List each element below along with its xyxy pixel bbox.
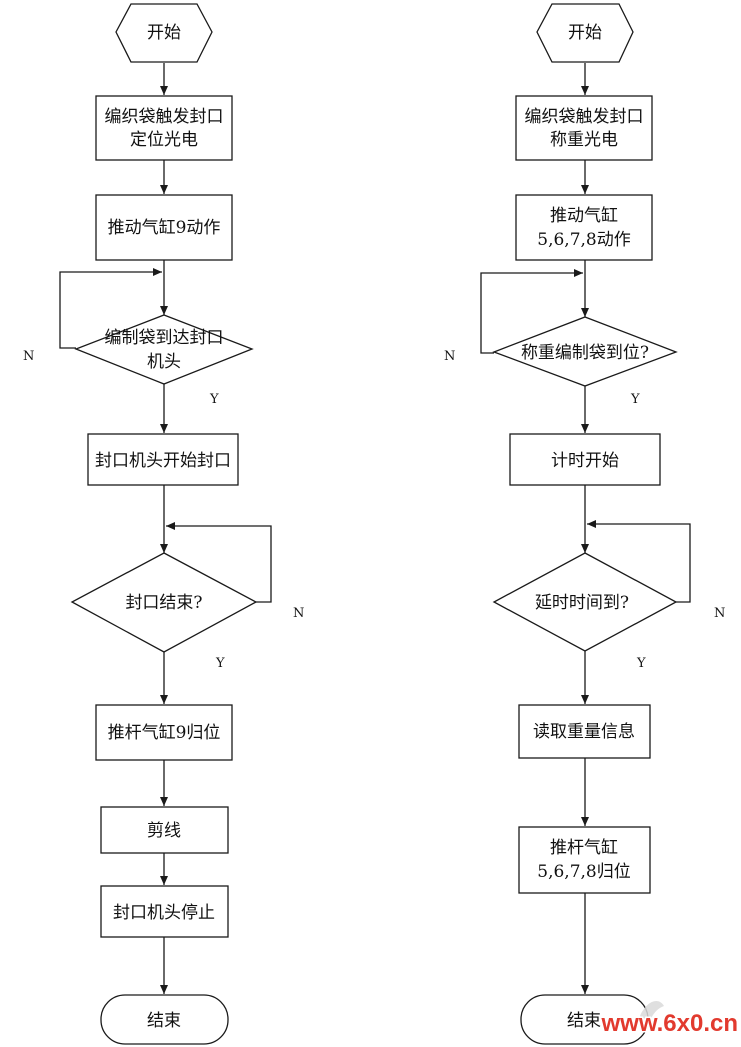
left-end-node [100, 994, 229, 1045]
left-flowchart: 开始 编织袋触发封口 定位光电 推动气缸9动作 编制袋到达封口 机头 N Y 封… [23, 3, 304, 1045]
left-step3-box [87, 433, 239, 486]
left-decision2-label: 封口结束? [125, 593, 202, 613]
right-step3-box [509, 433, 661, 486]
right-step4-label: 读取重量信息 [533, 722, 635, 742]
watermark: www.6x0.cn [599, 1001, 740, 1039]
left-decision1-line2: 机头 [147, 352, 181, 372]
left-start-node [115, 3, 213, 63]
left-decision1-no: N [23, 349, 34, 364]
left-step3-label: 封口机头开始封口 [95, 451, 231, 471]
left-decision2-yes: Y [215, 656, 225, 671]
right-step2-line2: 5,6,7,8动作 [537, 230, 630, 250]
right-step2-box [515, 194, 653, 261]
left-step2-box [95, 194, 233, 261]
right-step5-line2: 5,6,7,8归位 [537, 862, 630, 882]
left-decision1-yes: Y [209, 392, 219, 407]
right-decision2-no: N [714, 606, 725, 621]
right-decision1-diamond [492, 316, 678, 387]
left-step2-label: 推动气缸9动作 [108, 217, 221, 238]
right-step2-line1: 推动气缸 [550, 205, 618, 226]
right-step5-box [518, 826, 651, 894]
right-decision2-diamond [492, 552, 678, 652]
right-loop-no2 [587, 520, 691, 603]
left-loop-no2 [166, 522, 272, 603]
left-decision1-line1: 编制袋到达封口 [105, 328, 224, 348]
left-step6-label: 封口机头停止 [113, 903, 215, 923]
right-decision2-label: 延时时间到? [535, 593, 629, 613]
left-step1-line2: 定位光电 [130, 130, 198, 150]
right-start-node [536, 3, 634, 63]
left-step5-label: 剪线 [147, 821, 181, 841]
left-decision2-diamond [70, 552, 258, 653]
left-start-label: 开始 [147, 23, 181, 43]
left-loop-no1 [59, 268, 162, 349]
right-step4-box [518, 704, 651, 759]
left-end-label: 结束 [147, 1011, 181, 1031]
left-step6-box [100, 885, 229, 938]
watermark-swirl-icon [640, 1001, 664, 1022]
right-loop-no1 [480, 269, 583, 354]
left-step1-box [95, 95, 233, 161]
left-decision2-no: N [293, 606, 304, 621]
right-step1-line2: 称重光电 [550, 130, 618, 150]
left-step5-box [100, 806, 229, 854]
left-step4-box [95, 704, 233, 761]
right-end-label: 结束 [567, 1011, 601, 1031]
left-step4-label: 推杆气缸9归位 [108, 722, 221, 743]
right-decision1-yes: Y [630, 392, 640, 407]
left-decision1-diamond [74, 314, 254, 385]
right-decision1-no: N [444, 349, 455, 364]
right-decision2-yes: Y [636, 656, 646, 671]
right-step1-line1: 编织袋触发封口 [525, 107, 644, 127]
right-step3-label: 计时开始 [551, 451, 619, 471]
right-step1-box [515, 95, 653, 161]
watermark-text: www.6x0.cn [601, 1010, 739, 1037]
right-flowchart: 开始 编织袋触发封口 称重光电 推动气缸 5,6,7,8动作 称重编制袋到位? … [444, 3, 725, 1045]
left-step1-line1: 编织袋触发封口 [105, 107, 224, 127]
right-start-label: 开始 [568, 23, 602, 43]
right-decision1-label: 称重编制袋到位? [521, 343, 649, 363]
right-step5-line1: 推杆气缸 [550, 837, 618, 858]
